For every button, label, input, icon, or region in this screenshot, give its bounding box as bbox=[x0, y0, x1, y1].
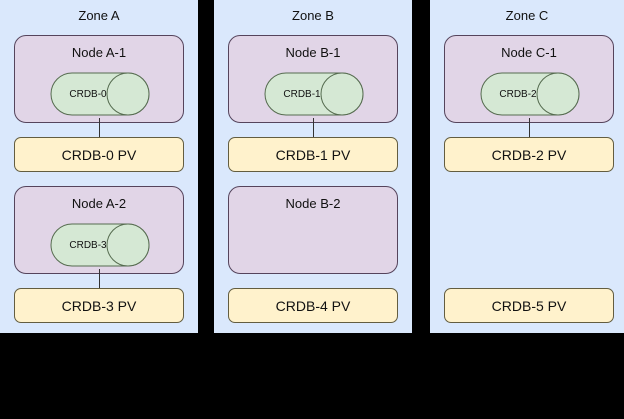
database-crdb-1[interactable]: CRDB-1 bbox=[264, 72, 364, 116]
database-crdb-3-label: CRDB-3 bbox=[69, 239, 107, 251]
node-a-1-title: Node A-1 bbox=[71, 45, 127, 60]
node-c-1[interactable]: Node C-1 CRDB-2 bbox=[444, 35, 614, 123]
node-b-1-title: Node B-1 bbox=[285, 45, 341, 60]
connector-node-b-1-to-crdb-1-pv bbox=[313, 118, 314, 138]
database-crdb-1-label: CRDB-1 bbox=[283, 88, 321, 100]
cylinder-shape-icon bbox=[480, 72, 580, 116]
cylinder-shape-icon bbox=[50, 72, 150, 116]
pv-crdb-3[interactable]: CRDB-3 PV bbox=[14, 288, 184, 323]
database-crdb-0[interactable]: CRDB-0 bbox=[50, 72, 150, 116]
pv-crdb-0[interactable]: CRDB-0 PV bbox=[14, 137, 184, 172]
node-b-1[interactable]: Node B-1 CRDB-1 bbox=[228, 35, 398, 123]
cylinder-shape-icon bbox=[264, 72, 364, 116]
node-a-2-title: Node A-2 bbox=[71, 196, 127, 211]
database-crdb-2[interactable]: CRDB-2 bbox=[480, 72, 580, 116]
zone-c-title: Zone C bbox=[505, 8, 549, 23]
pv-crdb-2[interactable]: CRDB-2 PV bbox=[444, 137, 614, 172]
pv-crdb-5[interactable]: CRDB-5 PV bbox=[444, 288, 614, 323]
zone-b: Zone B Node B-1 CRDB-1 CRDB-1 PV Node B-… bbox=[214, 0, 412, 333]
pv-crdb-4[interactable]: CRDB-4 PV bbox=[228, 288, 398, 323]
pv-crdb-1[interactable]: CRDB-1 PV bbox=[228, 137, 398, 172]
node-c-1-title: Node C-1 bbox=[501, 45, 557, 60]
connector-node-c-1-to-crdb-2-pv bbox=[529, 118, 530, 138]
node-b-2-title: Node B-2 bbox=[285, 196, 341, 211]
zone-c: Zone C Node C-1 CRDB-2 CRDB-2 PV CRDB-5 … bbox=[430, 0, 624, 333]
database-crdb-0-label: CRDB-0 bbox=[69, 88, 107, 100]
zone-b-title: Zone B bbox=[292, 8, 334, 23]
node-a-2[interactable]: Node A-2 CRDB-3 bbox=[14, 186, 184, 274]
cylinder-shape-icon bbox=[50, 223, 150, 267]
database-crdb-3[interactable]: CRDB-3 bbox=[50, 223, 150, 267]
node-b-2[interactable]: Node B-2 bbox=[228, 186, 398, 274]
zone-a-title: Zone A bbox=[78, 8, 120, 23]
database-crdb-2-label: CRDB-2 bbox=[499, 88, 537, 100]
connector-node-a-1-to-crdb-0-pv bbox=[99, 118, 100, 138]
node-a-1[interactable]: Node A-1 CRDB-0 bbox=[14, 35, 184, 123]
zone-a: Zone A Node A-1 CRDB-0 CRDB-0 PV Node A-… bbox=[0, 0, 198, 333]
connector-node-a-2-to-crdb-3-pv bbox=[99, 269, 100, 289]
